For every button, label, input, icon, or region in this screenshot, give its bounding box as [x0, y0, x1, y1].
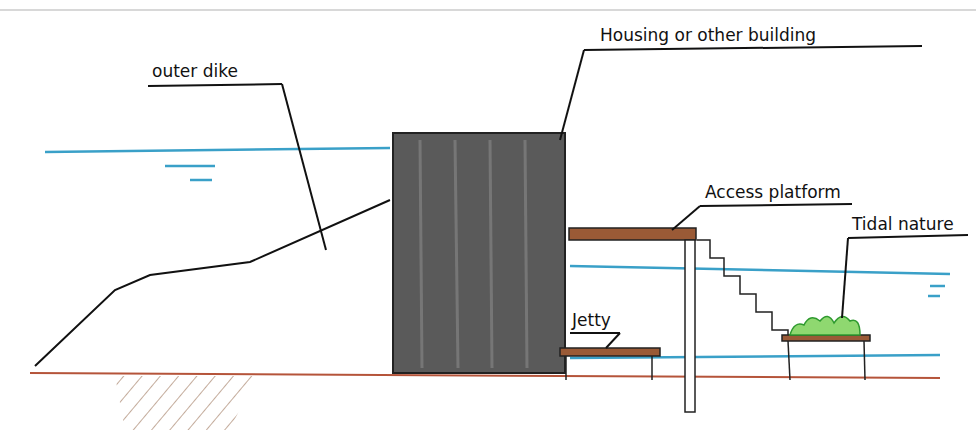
- callout-label: Housing or other building: [600, 26, 816, 45]
- page-edge: [0, 9, 976, 11]
- tidal-legs: [788, 341, 865, 380]
- callout-label: Access platform: [705, 183, 841, 202]
- callout-label: Jetty: [572, 311, 611, 330]
- building-shading: [420, 140, 527, 368]
- callout-label: outer dike: [152, 62, 238, 81]
- jetty-deck: [560, 348, 660, 356]
- tidal-vegetation: [790, 316, 860, 335]
- leader-lines: [148, 46, 968, 348]
- jetty-legs: [566, 356, 652, 380]
- callout-label: Tidal nature: [852, 215, 954, 234]
- dike-slope: [35, 200, 390, 366]
- platform-post: [685, 240, 695, 412]
- building-block: [393, 133, 565, 373]
- stairs: [697, 240, 788, 338]
- tidal-platform: [782, 335, 870, 341]
- foundation-hatching: [115, 376, 255, 430]
- access-platform-deck: [569, 228, 696, 240]
